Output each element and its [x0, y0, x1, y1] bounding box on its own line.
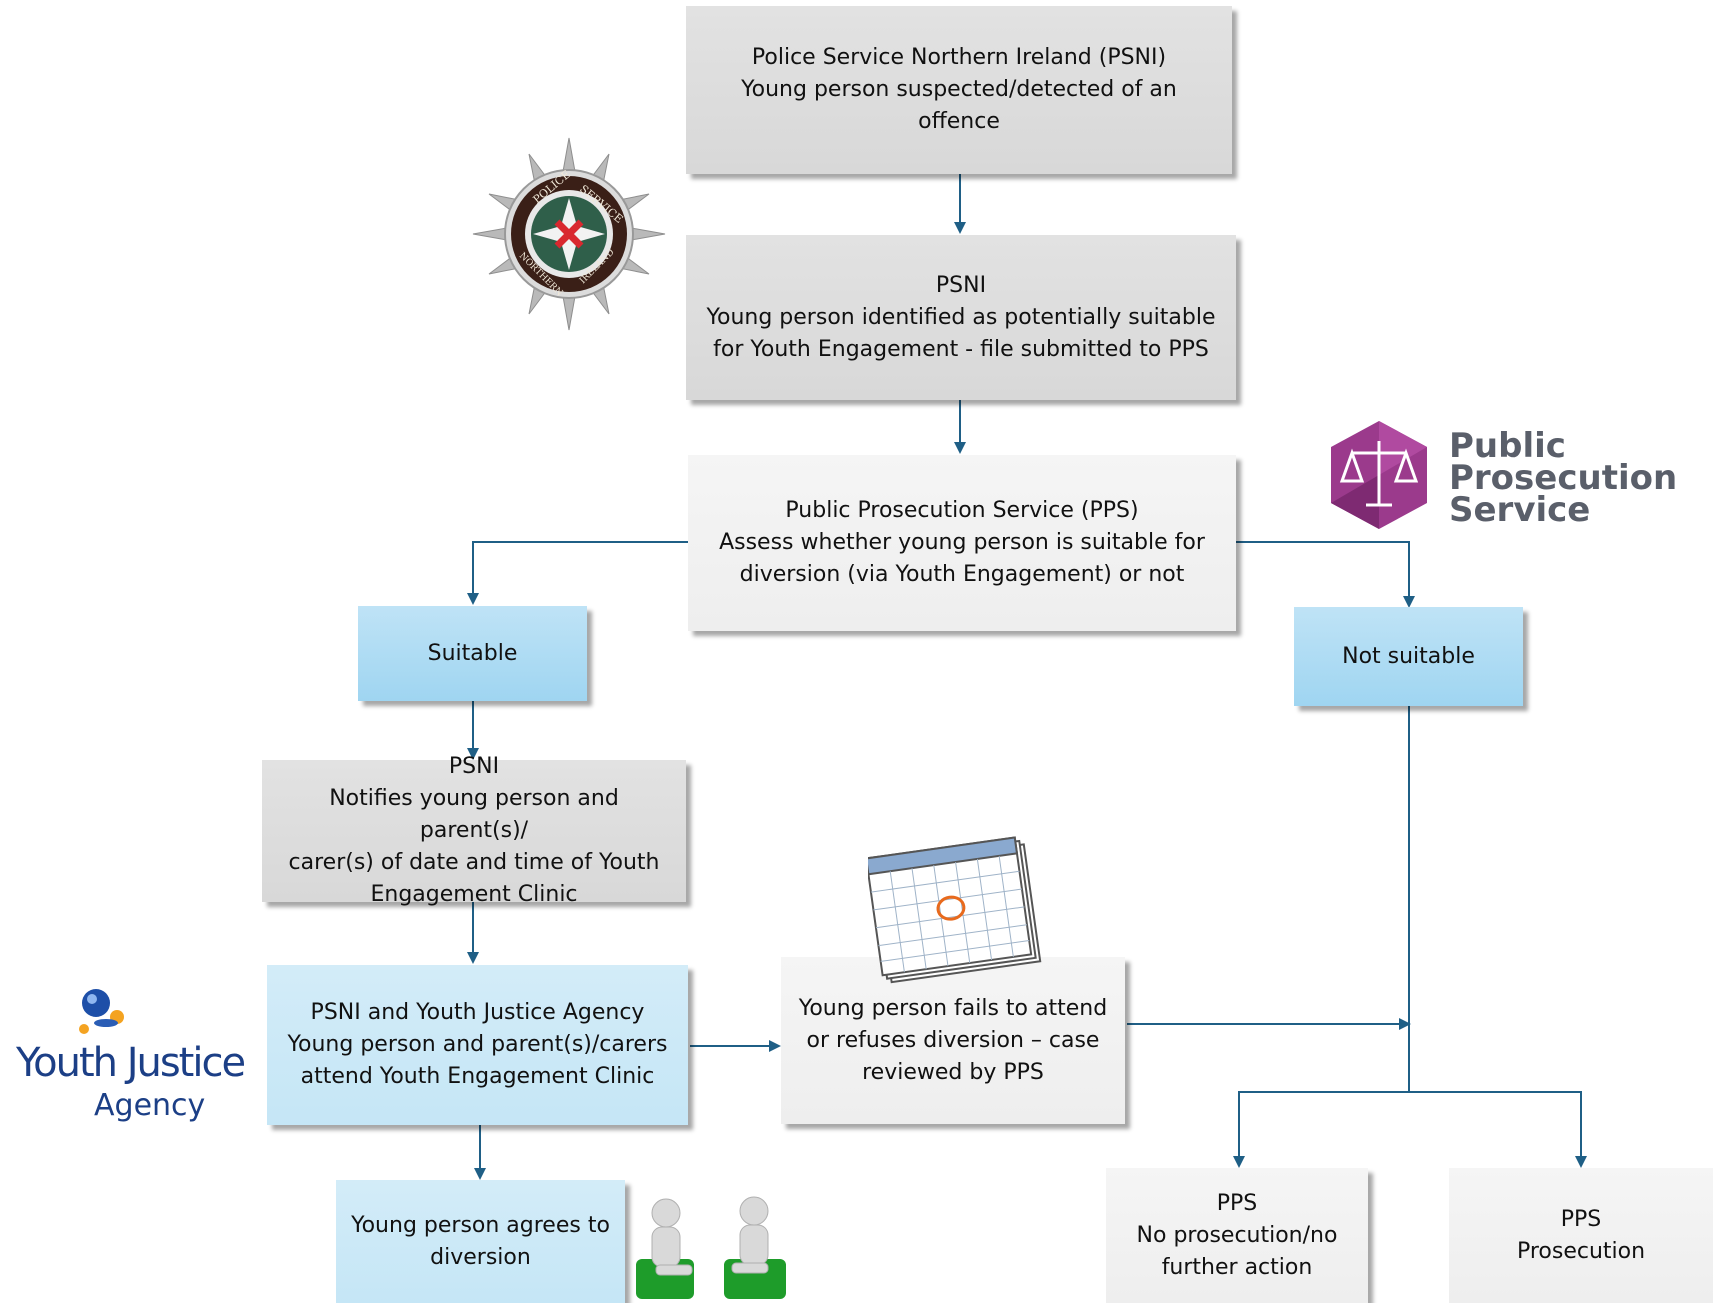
yja-figure-icon	[79, 989, 124, 1034]
box-line: Public Prosecution Service (PPS)	[785, 498, 1139, 523]
box-line: Young person fails to attend	[798, 995, 1108, 1021]
box-line: further action	[1161, 1254, 1313, 1280]
box-pps-assess: Public Prosecution Service (PPS) Assess …	[688, 455, 1236, 631]
yja-logo-line: Youth Justice	[16, 1040, 246, 1086]
arrow-assess-to-not-suitable	[1235, 541, 1415, 608]
box-psni-start: Police Service Northern Ireland (PSNI) Y…	[686, 6, 1232, 174]
calendar-icon	[868, 836, 1042, 984]
pps-logo-line: Prosecution	[1449, 458, 1678, 498]
box-line: Engagement Clinic	[370, 882, 578, 907]
box-line: or refuses diversion – case	[806, 1027, 1100, 1053]
pps-scales-icon	[1331, 421, 1427, 529]
box-psni-notifies: PSNI Notifies young person and parent(s)…	[262, 754, 686, 907]
pps-logo-line: Public	[1449, 426, 1566, 466]
box-line: Young person and parent(s)/carers	[287, 1032, 668, 1057]
box-suitable: Suitable	[358, 606, 587, 701]
box-line: Not suitable	[1342, 643, 1475, 669]
arrow-assess-to-suitable	[467, 541, 688, 605]
box-clinic: PSNI and Youth Justice Agency Young pers…	[267, 965, 688, 1125]
box-no-prosecution: PPS No prosecution/no further action	[1106, 1168, 1368, 1303]
box-line: Assess whether young person is suitable …	[719, 530, 1205, 555]
box-line: PSNI	[448, 754, 500, 779]
box-not-suitable: Not suitable	[1294, 607, 1523, 706]
box-line: Notifies young person and parent(s)/	[329, 786, 619, 843]
box-line: reviewed by PPS	[862, 1059, 1044, 1085]
box-line: Suitable	[427, 640, 518, 666]
yja-logo: Youth Justice Agency	[16, 1040, 246, 1123]
pps-logo: Public Prosecution Service	[1449, 426, 1678, 530]
box-line: diversion (via Youth Engagement) or not	[739, 562, 1185, 587]
box-line: PPS	[1560, 1206, 1602, 1232]
box-psni-identified: PSNI Young person identified as potentia…	[686, 235, 1236, 400]
box-line: for Youth Engagement - file submitted to…	[713, 336, 1209, 362]
pps-logo-line: Service	[1449, 490, 1591, 530]
meeting-people-icon	[636, 1196, 786, 1299]
yja-logo-line: Agency	[94, 1088, 206, 1123]
box-agrees: Young person agrees to diversion	[336, 1180, 625, 1303]
box-line: Police Service Northern Ireland (PSNI)	[751, 45, 1167, 70]
box-line: diversion	[430, 1244, 531, 1270]
box-line: Young person identified as potentially s…	[706, 304, 1216, 330]
box-line: PPS	[1216, 1190, 1258, 1216]
box-line: PSNI and Youth Justice Agency	[310, 1000, 645, 1025]
box-fails: Young person fails to attend or refuses …	[781, 957, 1125, 1124]
box-prosecution: PPS Prosecution	[1449, 1168, 1713, 1303]
box-line: Prosecution	[1516, 1238, 1646, 1264]
box-line: attend Youth Engagement Clinic	[300, 1064, 655, 1089]
arrow-to-prosecution	[1409, 1091, 1587, 1168]
box-line: Young person agrees to	[351, 1212, 610, 1238]
box-line: Young person suspected/detected of an of…	[741, 77, 1177, 134]
box-line: carer(s) of date and time of Youth	[288, 850, 660, 875]
arrow-to-no-prosecution	[1233, 1091, 1409, 1168]
psni-badge-icon: POLICE SERVICE NORTHERN IRELAND	[472, 137, 666, 331]
box-line: PSNI	[935, 272, 987, 298]
box-line: No prosecution/no	[1136, 1222, 1338, 1248]
